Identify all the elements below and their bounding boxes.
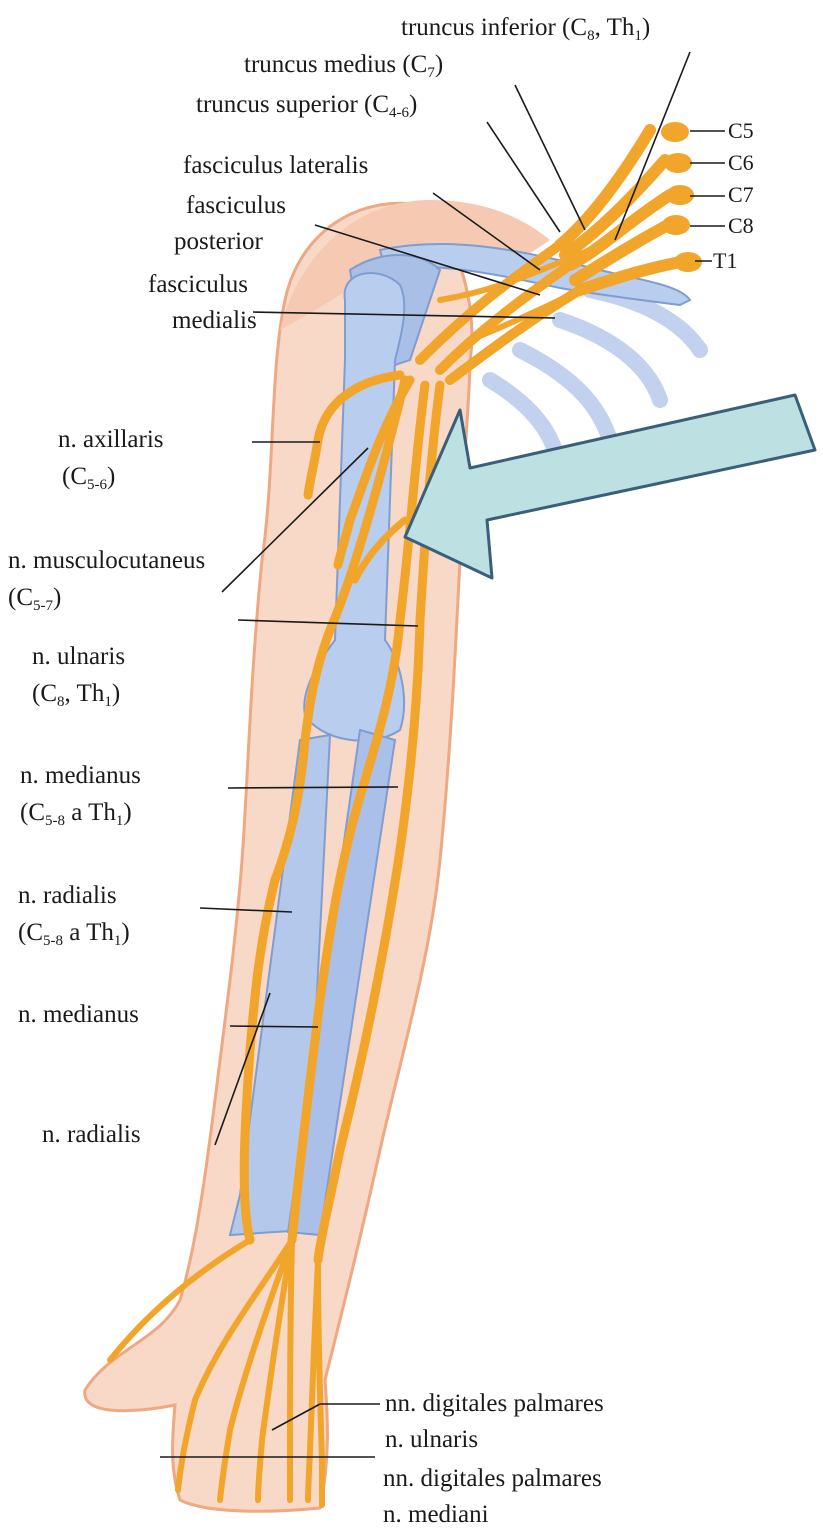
label-digitales-ulnaris-line1: nn. digitales palmares [385, 1389, 604, 1419]
label-truncus-inferior: truncus inferior (C8, Th1) [401, 13, 650, 43]
label-fasciculus-medialis-line1: fasciculus [148, 270, 248, 300]
label-radialis-line1: n. radialis [18, 881, 117, 911]
label-radialis-line2: (C5-8 a Th1) [18, 918, 130, 948]
label-fasciculus-posterior-line2: posterior [174, 227, 263, 257]
label-truncus-superior: truncus superior (C4-6) [196, 90, 417, 120]
label-axillaris-line2: (C5-6) [62, 462, 115, 492]
label-ulnaris-line1: n. ulnaris [32, 642, 125, 672]
label-radialis-lower: n. radialis [42, 1120, 141, 1150]
label-ulnaris-line2: (C8, Th1) [32, 679, 120, 709]
label-digitales-mediani-line2: n. mediani [383, 1500, 489, 1530]
label-root-c7: C7 [728, 180, 754, 210]
label-root-c8: C8 [728, 211, 754, 241]
label-medianus-line2: (C5-8 a Th1) [20, 798, 132, 828]
label-digitales-mediani-line1: nn. digitales palmares [383, 1464, 602, 1494]
label-fasciculus-posterior-line1: fasciculus [186, 191, 286, 221]
label-musculocutaneus-line1: n. musculocutaneus [8, 546, 205, 576]
label-medianus-line1: n. medianus [20, 761, 141, 791]
label-root-c6: C6 [728, 148, 754, 178]
label-musculocutaneus-line2: (C5-7) [8, 583, 61, 613]
label-medianus-lower: n. medianus [18, 1000, 139, 1030]
label-axillaris-line1: n. axillaris [58, 425, 164, 455]
label-digitales-ulnaris-line2: n. ulnaris [385, 1425, 478, 1455]
label-truncus-medius: truncus medius (C7) [244, 50, 443, 80]
label-fasciculus-lateralis: fasciculus lateralis [183, 151, 368, 181]
label-root-c5: C5 [728, 116, 754, 146]
label-root-t1: T1 [713, 246, 737, 276]
label-fasciculus-medialis-line2: medialis [172, 306, 257, 336]
